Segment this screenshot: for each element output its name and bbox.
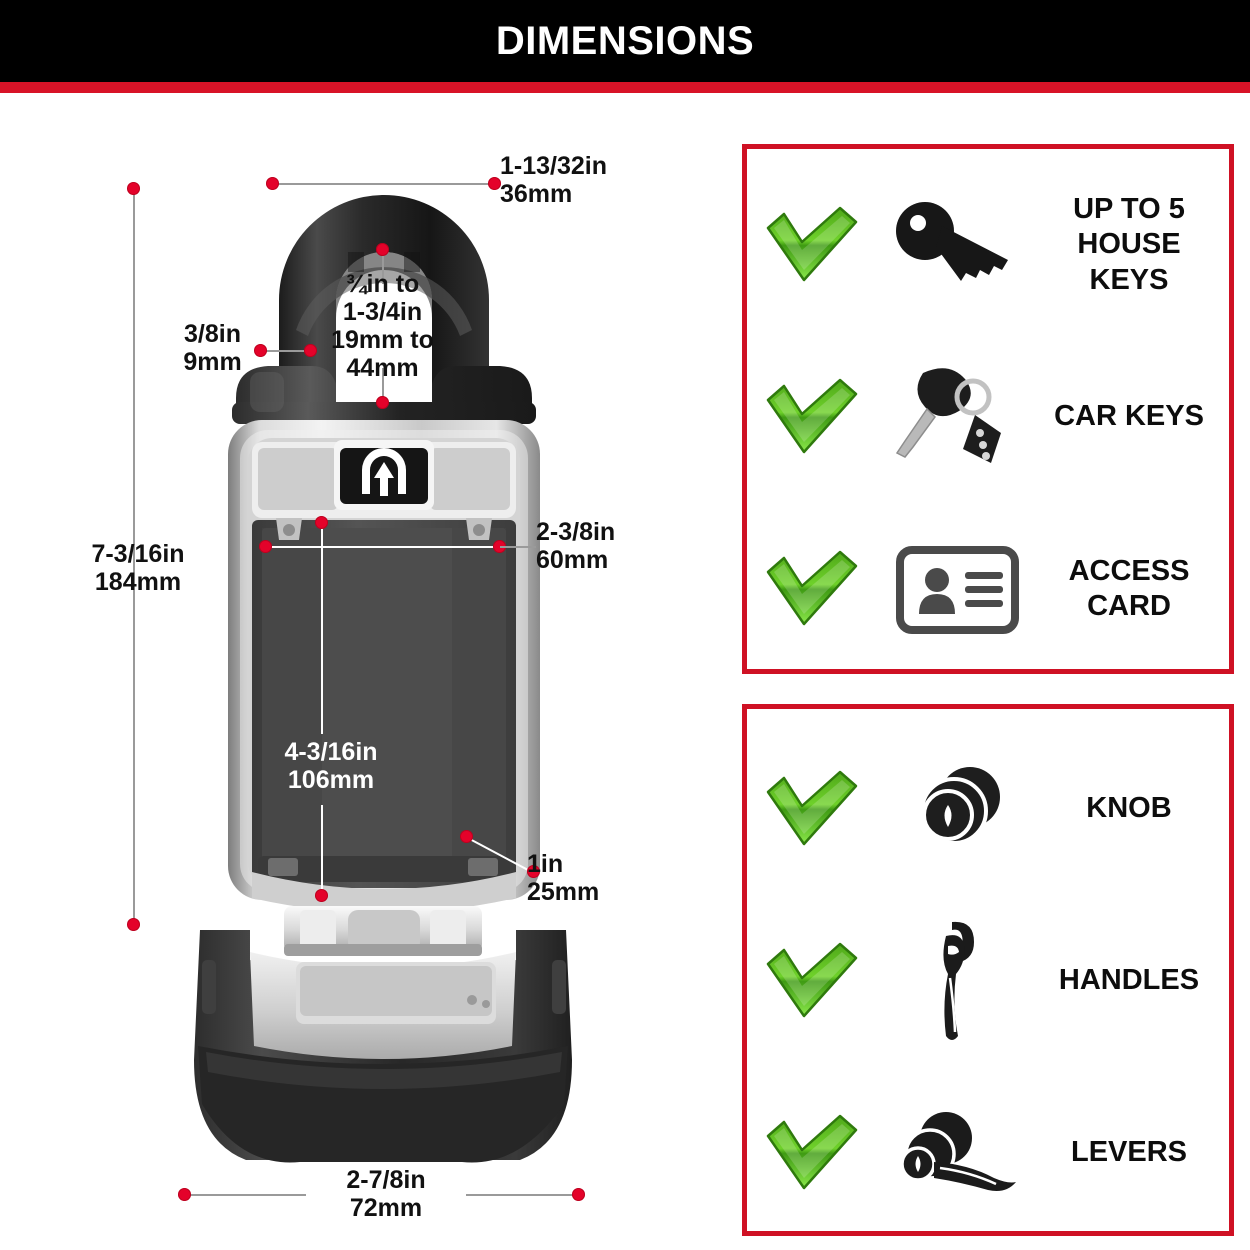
- dim-label-overall-width: 2-7/8in 72mm: [306, 1166, 466, 1222]
- dim-label-interior-width: 2-3/8in 60mm: [536, 518, 616, 574]
- door-hardware-panel: KNOB HANDLES: [742, 704, 1234, 1236]
- feature-label-house-keys: UP TO 5 HOUSE KEYS: [1073, 192, 1185, 296]
- feature-row-house-keys: UP TO 5 HOUSE KEYS: [747, 157, 1229, 333]
- car-key-fob-icon: [877, 357, 1037, 477]
- leader-shackle-diameter: [260, 350, 312, 352]
- feature-row-access-card: ACCESS CARD: [747, 501, 1229, 677]
- dim-dot-clearance-top: [376, 243, 389, 256]
- dim-dot-interior-width-left: [259, 540, 272, 553]
- leader-shackle-clearance-bottom: [382, 368, 384, 400]
- dim-label-interior-depth: 1in 25mm: [527, 850, 600, 906]
- leader-shackle-width: [272, 183, 500, 185]
- door-lever-icon: [877, 1106, 1037, 1201]
- header-bar: DIMENSIONS: [0, 0, 1250, 82]
- dim-dot-diameter-right: [304, 344, 317, 357]
- lid-bottom-rim: [252, 872, 516, 913]
- green-check-icon: [747, 550, 877, 628]
- dim-dot-width-right: [572, 1188, 585, 1201]
- dim-dot-depth-inner: [460, 830, 473, 843]
- leader-interior-width-callout: [500, 546, 536, 548]
- door-knob-icon: [877, 759, 1037, 859]
- leader-shackle-clearance-top: [382, 250, 384, 284]
- leader-interior-height-bottom: [321, 805, 323, 895]
- feature-label-car-keys: CAR KEYS: [1054, 400, 1204, 433]
- shackle-inner-shadow: [336, 252, 432, 318]
- header-red-rule: [0, 82, 1250, 93]
- dim-dot-clearance-bottom: [376, 396, 389, 409]
- feature-label-levers: LEVERS: [1070, 1136, 1188, 1169]
- dim-dot-interior-height-bottom: [315, 889, 328, 902]
- leader-overall-height: [133, 190, 135, 925]
- feature-label-handles: HANDLES: [1058, 964, 1200, 997]
- shackle: [279, 195, 489, 400]
- feature-label-knob: KNOB: [1086, 792, 1172, 825]
- dim-dot-height-bottom: [127, 918, 140, 931]
- dim-dot-height-top: [127, 182, 140, 195]
- leader-interior-width: [266, 546, 500, 548]
- green-check-icon: [747, 206, 877, 284]
- green-check-icon: [747, 378, 877, 456]
- access-card-icon: [877, 542, 1037, 637]
- feature-row-handles: HANDLES: [747, 893, 1229, 1069]
- leader-interior-height-top: [321, 524, 323, 734]
- dim-label-interior-height: 4-3/16in 106mm: [284, 738, 378, 794]
- feature-row-car-keys: CAR KEYS: [747, 329, 1229, 505]
- dim-dot-interior-width-right: [493, 540, 506, 553]
- storage-capacity-panel: UP TO 5 HOUSE KEYS C: [742, 144, 1234, 674]
- dim-label-overall-height: 7-3/16in 184mm: [91, 540, 185, 596]
- collar-base: [232, 402, 536, 424]
- feature-label-access-card: ACCESS CARD: [1068, 554, 1190, 622]
- dim-label-shackle-clearance: ¾in to 1-3/4in 19mm to 44mm: [331, 270, 434, 382]
- dim-dot-shackle-width-right: [488, 177, 501, 190]
- feature-row-knob: KNOB: [747, 721, 1229, 897]
- product-illustration: [194, 195, 572, 1163]
- dim-dot-shackle-width-left: [266, 177, 279, 190]
- dim-dot-width-left: [178, 1188, 191, 1201]
- page-title: DIMENSIONS: [495, 18, 755, 63]
- feature-row-levers: LEVERS: [747, 1065, 1229, 1241]
- green-check-icon: [747, 942, 877, 1020]
- dim-dot-interior-height-top: [315, 516, 328, 529]
- dim-label-shackle-width: 1-13/32in 36mm: [500, 152, 608, 208]
- dim-label-shackle-diameter: 3/8in 9mm: [183, 320, 242, 376]
- door-handle-icon: [877, 916, 1037, 1046]
- shackle-release-arrow-icon: [362, 448, 406, 494]
- green-check-icon: [747, 770, 877, 848]
- house-key-icon: [877, 198, 1037, 293]
- green-check-icon: [747, 1114, 877, 1192]
- dim-dot-depth-outer: [527, 865, 540, 878]
- dim-dot-diameter-left: [254, 344, 267, 357]
